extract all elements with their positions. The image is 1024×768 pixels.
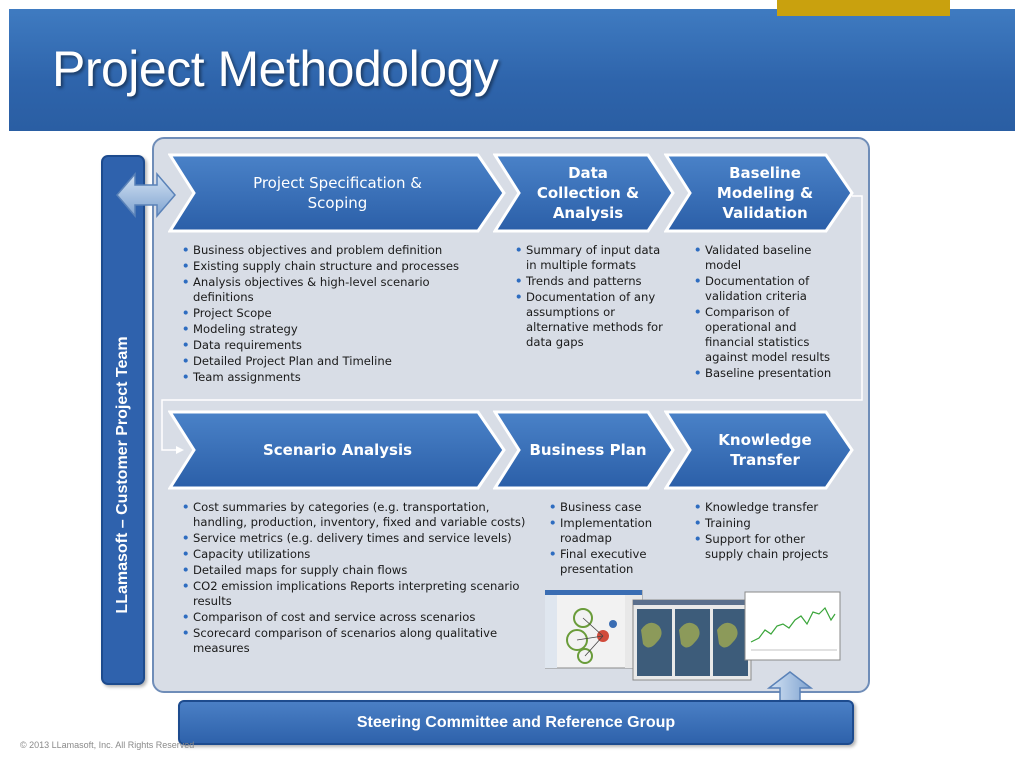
list-item: Training <box>694 516 844 531</box>
chevron-specification <box>168 153 506 233</box>
bullets-business-plan: Business case Implementation roadmap Fin… <box>549 500 669 578</box>
bullets-knowledge: Knowledge transfer Training Support for … <box>694 500 844 563</box>
list-item: Cost summaries by categories (e.g. trans… <box>182 500 527 530</box>
stage-label-baseline: Baseline Modeling & Validation <box>716 164 814 222</box>
list-item: Service metrics (e.g. delivery times and… <box>182 531 527 546</box>
list-item: Business case <box>549 500 669 515</box>
bullets-baseline: Validated baseline model Documentation o… <box>694 243 844 382</box>
list-item: Business objectives and problem definiti… <box>182 243 472 258</box>
gold-accent-bar <box>777 0 950 16</box>
list-item: Trends and patterns <box>515 274 665 289</box>
list-item: Support for other supply chain projects <box>694 532 844 562</box>
list-item: Validated baseline model <box>694 243 844 273</box>
list-item: Comparison of cost and service across sc… <box>182 610 527 625</box>
list-item: Modeling strategy <box>182 322 472 337</box>
list-item: Project Scope <box>182 306 472 321</box>
left-right-arrow-icon <box>116 171 176 219</box>
list-item: Baseline presentation <box>694 366 844 381</box>
list-item: Team assignments <box>182 370 472 385</box>
list-item: Scorecard comparison of scenarios along … <box>182 626 527 656</box>
header-banner <box>9 9 1015 131</box>
software-screenshots <box>545 590 841 681</box>
list-item: Detailed maps for supply chain flows <box>182 563 527 578</box>
list-item: Documentation of validation criteria <box>694 274 844 304</box>
map-screenshot-thumbnail <box>632 599 752 681</box>
network-screenshot-thumbnail <box>545 590 643 669</box>
sidebar-label: LLamasoft – Customer Project Team <box>114 336 131 614</box>
stage-label-specification: Project Specification & Scoping <box>253 174 422 212</box>
bullets-specification: Business objectives and problem definiti… <box>182 243 472 386</box>
chevron-baseline <box>664 153 854 233</box>
page-title: Project Methodology <box>52 41 499 97</box>
list-item: Comparison of operational and financial … <box>694 305 844 365</box>
list-item: Capacity utilizations <box>182 547 527 562</box>
bullets-data-collection: Summary of input data in multiple format… <box>515 243 665 351</box>
stage-label-business-plan: Business Plan <box>529 441 647 459</box>
customer-team-sidebar <box>101 155 145 685</box>
chevron-business-plan <box>493 410 675 490</box>
list-item: Summary of input data in multiple format… <box>515 243 665 273</box>
chevron-knowledge <box>664 410 854 490</box>
stage-label-data-collection: Data Collection & Analysis <box>536 164 640 222</box>
list-item: Final executive presentation <box>549 547 669 577</box>
list-item: Existing supply chain structure and proc… <box>182 259 472 274</box>
stage-label-knowledge: Knowledge Transfer <box>718 431 812 469</box>
list-item: Detailed Project Plan and Timeline <box>182 354 472 369</box>
chart-screenshot-thumbnail <box>744 591 841 661</box>
list-item: CO2 emission implications Reports interp… <box>182 579 527 609</box>
chevron-scenario <box>168 410 506 490</box>
chevron-data-collection <box>493 153 675 233</box>
list-item: Knowledge transfer <box>694 500 844 515</box>
stage-label-scenario: Scenario Analysis <box>262 441 413 459</box>
steering-committee-bar: Steering Committee and Reference Group <box>178 700 854 745</box>
list-item: Data requirements <box>182 338 472 353</box>
bullets-scenario: Cost summaries by categories (e.g. trans… <box>182 500 527 657</box>
list-item: Implementation roadmap <box>549 516 669 546</box>
list-item: Analysis objectives & high-level scenari… <box>182 275 472 305</box>
list-item: Documentation of any assumptions or alte… <box>515 290 665 350</box>
copyright-text: © 2013 LLamasoft, Inc. All Rights Reserv… <box>20 740 195 750</box>
